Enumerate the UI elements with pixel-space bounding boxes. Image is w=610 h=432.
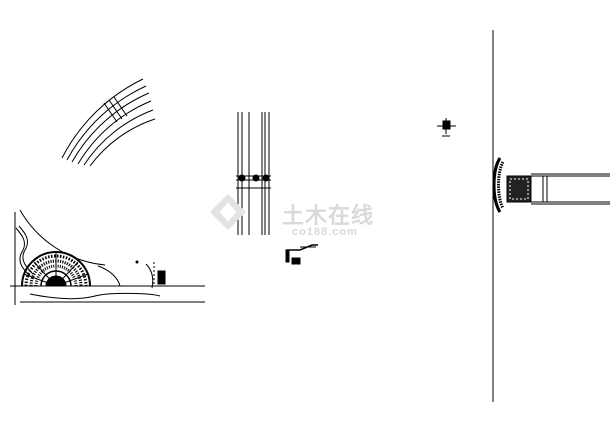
circular-plan-drawing — [10, 78, 205, 305]
post-detail — [135, 260, 166, 289]
upper-arc-bands — [61, 78, 156, 167]
section-detail — [285, 244, 318, 265]
column-elevation-drawing — [236, 112, 271, 235]
gate-plan-drawing — [492, 157, 610, 213]
semicircle-pattern — [21, 251, 91, 287]
left-contour-lines — [14, 212, 34, 305]
watermark-logo-icon — [210, 194, 246, 230]
small-symbol — [437, 118, 456, 137]
base-lines — [10, 265, 205, 303]
watermark-url: co188.com — [292, 226, 358, 238]
watermark-text: 土木在线 — [282, 203, 375, 228]
outer-circle-arc — [19, 209, 106, 266]
